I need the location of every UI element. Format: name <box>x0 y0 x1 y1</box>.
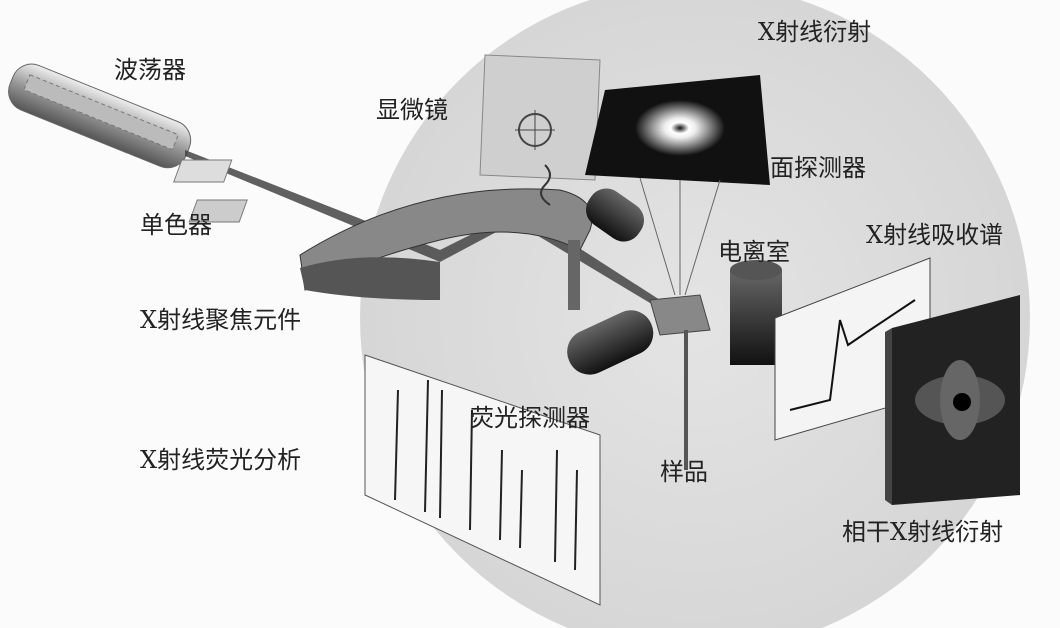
label-xrf: X射线荧光分析 <box>140 446 302 474</box>
label-sample: 样品 <box>660 458 708 486</box>
label-undulator: 波荡器 <box>114 56 186 84</box>
label-xas: X射线吸收谱 <box>866 221 1004 249</box>
label-monochromator: 单色器 <box>140 211 212 239</box>
label-cxdi: 相干X射线衍射 <box>842 518 1004 546</box>
area-detector-panel <box>585 75 770 296</box>
fluorescence-detector-device <box>567 310 654 375</box>
label-xrd: X射线衍射 <box>758 18 872 46</box>
ion-chamber-device <box>730 260 782 365</box>
label-area-detector: 面探测器 <box>770 154 866 182</box>
label-focusing-optics: X射线聚焦元件 <box>140 306 302 334</box>
label-fluorescence-detector: 荧光探测器 <box>470 404 590 432</box>
sample-stage <box>649 294 711 470</box>
xrf-spectrum-panel <box>364 354 601 606</box>
label-ion-chamber: 电离室 <box>718 238 790 266</box>
focusing-optics-device <box>299 188 593 310</box>
monochromator-device <box>173 159 248 223</box>
label-microscope: 显微镜 <box>376 96 448 124</box>
microscope-image <box>479 54 644 242</box>
coherent-diffraction-panel <box>885 295 1020 505</box>
